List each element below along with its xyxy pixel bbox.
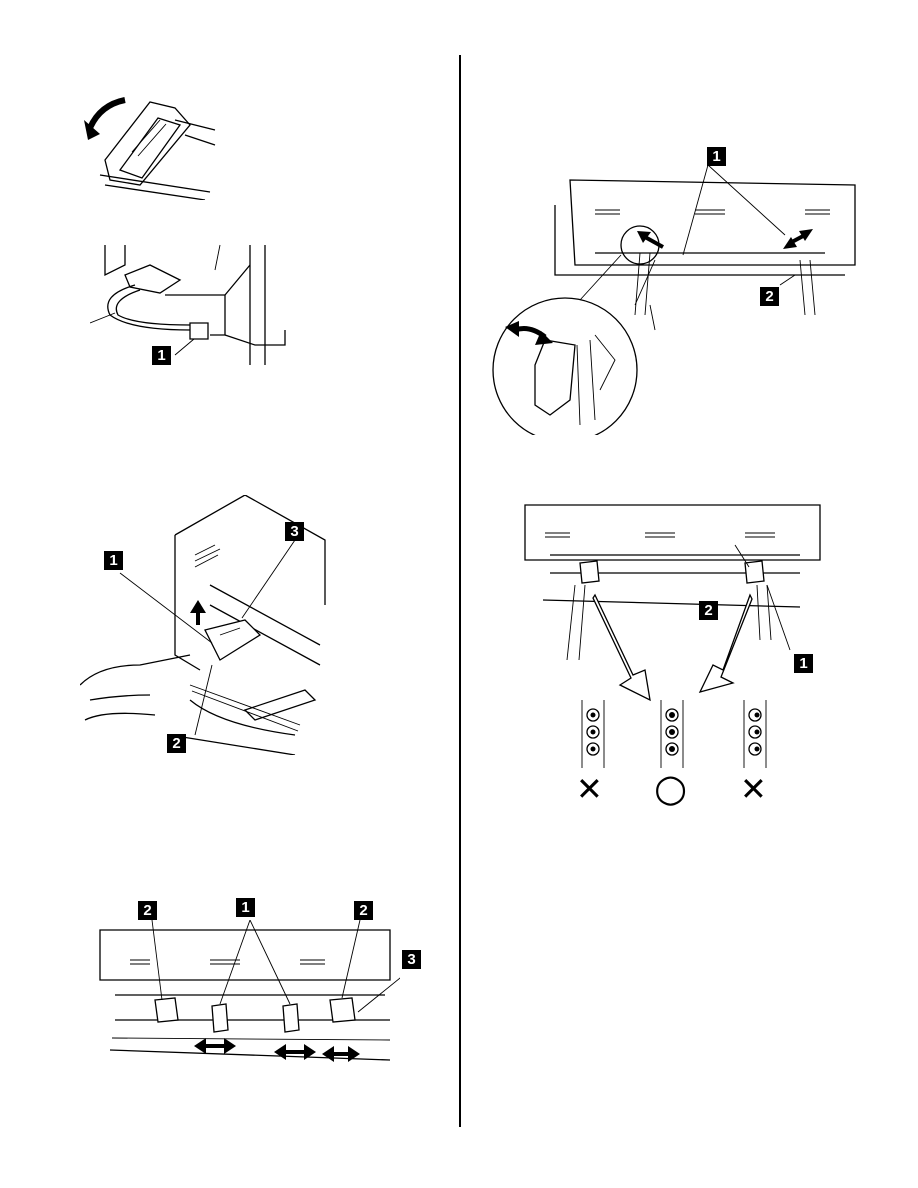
callout-1: 1: [152, 346, 171, 365]
callout-2: 2: [699, 601, 718, 620]
callout-3: 3: [402, 950, 421, 969]
double-arrow-icon: [322, 1046, 360, 1062]
callout-2: 2: [760, 287, 779, 306]
incorrect-mark-left: ✕: [576, 770, 603, 808]
hole-example-right: [740, 700, 770, 770]
figure-tractor-front: [90, 920, 400, 1075]
callout-3: 3: [285, 522, 304, 541]
callout-1: 1: [794, 654, 813, 673]
figure-cable-connect: [90, 235, 290, 375]
double-arrow-icon: [194, 1038, 236, 1054]
column-divider: [459, 55, 461, 1127]
hole-example-left: [578, 700, 608, 770]
double-arrow-icon: [783, 229, 813, 249]
callout-1: 1: [236, 898, 255, 917]
callout-1: 1: [707, 147, 726, 166]
callout-2: 2: [167, 734, 186, 753]
curved-arrow-icon: [90, 100, 125, 128]
figure-lever-rotate: [80, 90, 220, 200]
incorrect-mark-right: ✕: [740, 770, 767, 808]
figure-alignment: [505, 495, 845, 705]
figure-paper-load: [485, 165, 865, 435]
hole-example-center: [657, 700, 687, 770]
callout-1: 1: [104, 551, 123, 570]
callout-2: 2: [138, 901, 157, 920]
correct-mark-center: ○: [654, 766, 687, 810]
callout-2: 2: [354, 901, 373, 920]
